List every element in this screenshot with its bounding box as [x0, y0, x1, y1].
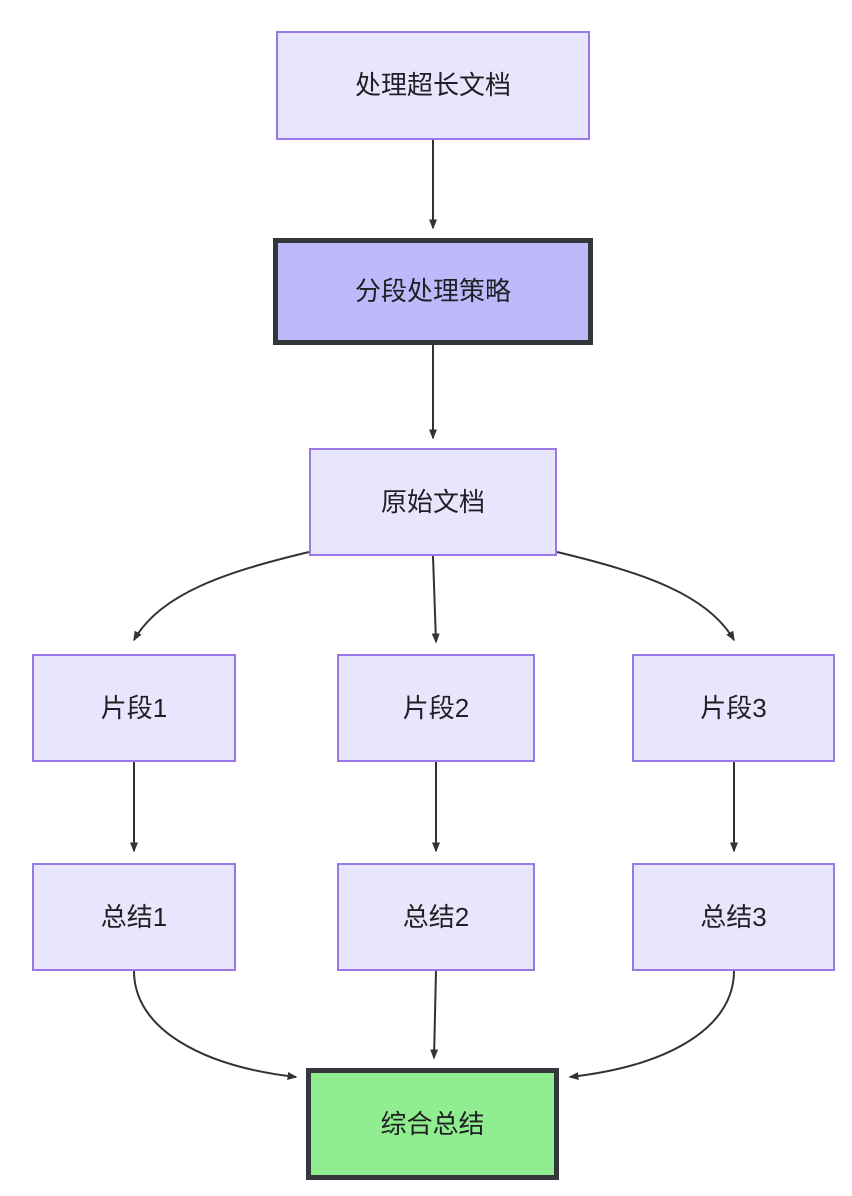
node-label-n8: 总结2 — [402, 901, 470, 932]
node-n8[interactable]: 总结2 — [337, 863, 535, 971]
node-label-n6: 片段3 — [700, 692, 767, 723]
node-n7[interactable]: 总结1 — [32, 863, 236, 971]
node-n4[interactable]: 片段1 — [32, 654, 236, 762]
node-n5[interactable]: 片段2 — [337, 654, 535, 762]
node-label-n7: 总结1 — [100, 901, 168, 932]
node-label-n3: 原始文档 — [380, 486, 485, 517]
node-n9[interactable]: 总结3 — [632, 863, 835, 971]
node-n3[interactable]: 原始文档 — [309, 448, 557, 556]
node-label-n2: 分段处理策略 — [354, 276, 511, 307]
node-n1[interactable]: 处理超长文档 — [276, 31, 590, 140]
edge-n8-to-n10 — [430, 970, 439, 1060]
edge-n7-to-n10 — [133, 970, 298, 1081]
node-n6[interactable]: 片段3 — [632, 654, 835, 762]
node-label-n10: 综合总结 — [380, 1108, 485, 1139]
edge-n3-to-n5 — [431, 555, 440, 644]
node-label-n5: 片段2 — [402, 692, 470, 723]
edge-n9-to-n10 — [568, 970, 735, 1081]
node-n10[interactable]: 综合总结 — [306, 1068, 559, 1180]
node-n2[interactable]: 分段处理策略 — [273, 238, 593, 345]
node-label-n9: 总结3 — [700, 901, 767, 932]
node-label-n4: 片段1 — [100, 692, 168, 723]
edge-n3-to-n6 — [556, 551, 735, 642]
node-label-n1: 处理超长文档 — [354, 70, 511, 101]
edge-n3-to-n4 — [133, 551, 310, 642]
